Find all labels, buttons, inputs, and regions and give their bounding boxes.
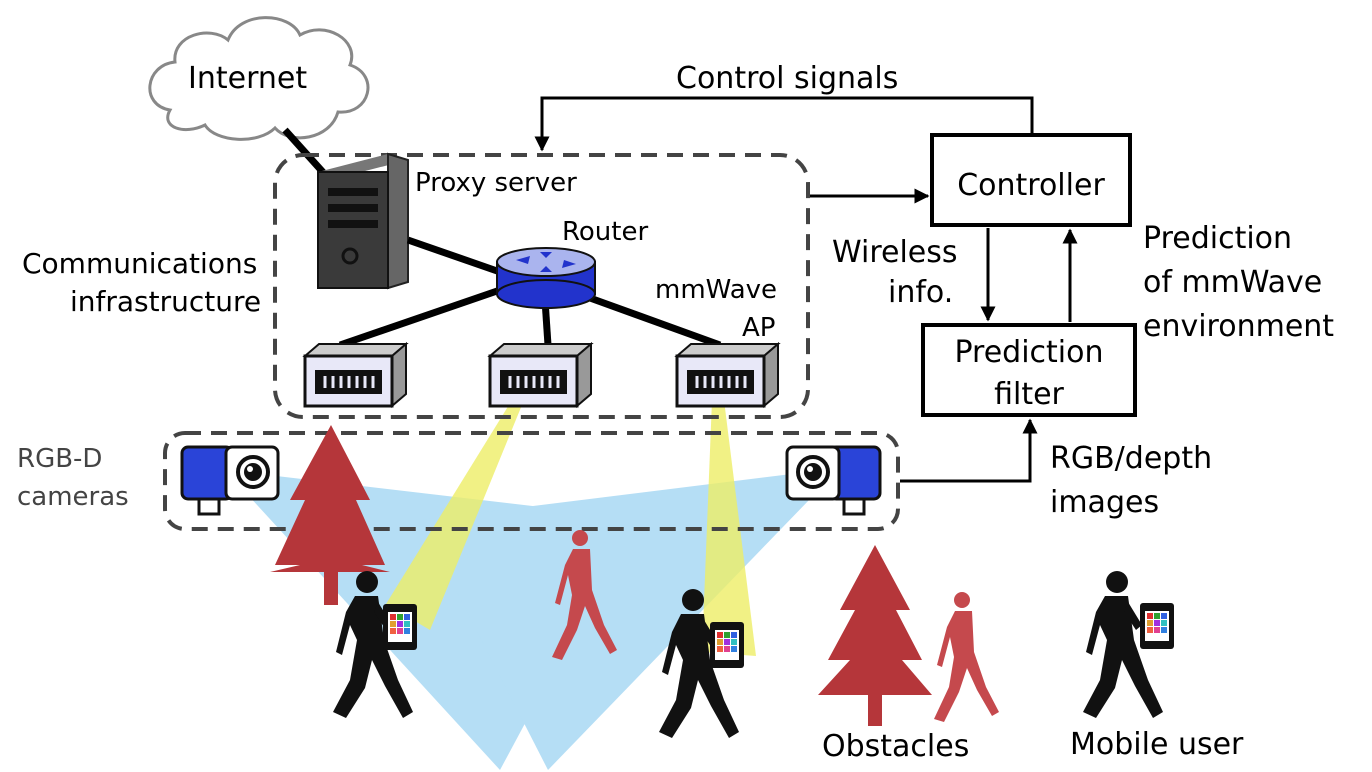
camera-icon-right [785, 445, 882, 516]
person-icon-user-3 [1083, 571, 1174, 718]
wireless-info-label-line1: Wireless [832, 235, 958, 270]
cameras-to-filter-arrow [900, 418, 1038, 483]
ap-beams [386, 400, 756, 656]
ap-icon-middle [487, 341, 594, 409]
prediction-filter-label-line1: Prediction [954, 335, 1103, 370]
comm-infra-label-line1: Communications [22, 247, 257, 280]
mmwave-ap-label-line1: mmWave [655, 275, 777, 305]
person-icon-user-1 [333, 571, 417, 718]
camera-icon-left [180, 445, 280, 516]
ap-icon-right [674, 341, 781, 409]
middle-ap-beam [386, 400, 524, 630]
person-icon-obstacle-1 [552, 530, 617, 660]
person-icon-obstacle-2 [934, 592, 999, 722]
controller-label: Controller [957, 168, 1105, 203]
rgb-depth-label-line1: RGB/depth [1050, 441, 1212, 476]
rgbd-cameras-label-line2: cameras [17, 482, 129, 512]
mmwave-ap-label-line2: AP [742, 313, 775, 343]
infra-links [338, 236, 722, 349]
prediction-filter-label-line2: filter [994, 377, 1064, 412]
obstacles-label: Obstacles [822, 729, 969, 764]
proxy-server-label: Proxy server [415, 168, 577, 198]
prediction-env-label-line1: Prediction [1143, 221, 1292, 256]
prediction-env-label-line3: environment [1143, 309, 1334, 344]
rgb-depth-label-line2: images [1050, 485, 1159, 520]
cloud-icon [148, 16, 370, 141]
control-signals-arrow [534, 96, 1034, 152]
ap-icon-left [302, 341, 409, 409]
comm-infra-box [273, 153, 810, 419]
tablet-icon [383, 604, 417, 650]
tablet-icon [1140, 603, 1174, 649]
prediction-env-label-line2: of mmWave [1143, 265, 1322, 300]
tree-icon-left [270, 425, 390, 605]
rgbd-cameras-box [163, 431, 900, 531]
mobile-user-label: Mobile user [1070, 727, 1244, 762]
controller-box [930, 133, 1132, 227]
wireless-info-label-line2: info. [888, 275, 953, 310]
tree-icon-right [818, 545, 932, 726]
prediction-filter-box [921, 323, 1137, 417]
comm-infra-label-line2: infrastructure [70, 285, 261, 318]
rgbd-cameras-label-line1: RGB-D [17, 444, 102, 474]
server-icon [317, 152, 409, 290]
right-ap-beam [702, 400, 756, 656]
router-icon [496, 247, 596, 309]
tablet-icon [710, 622, 744, 668]
internet-label: Internet [188, 61, 307, 96]
control-signals-label: Control signals [676, 61, 898, 96]
person-icon-user-2 [659, 589, 744, 738]
router-label: Router [562, 217, 648, 247]
